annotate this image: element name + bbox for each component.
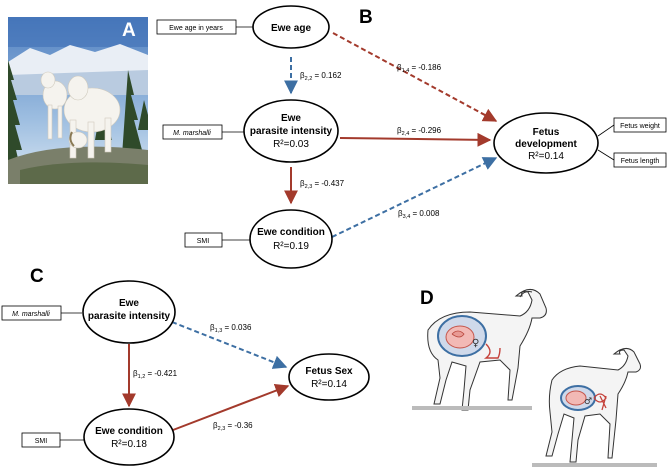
coef-b34: β3,4 = 0.008 <box>398 209 440 220</box>
node-ewe-condition: Ewe condition R²=0.19 <box>249 209 333 269</box>
svg-text:Fetus: Fetus <box>533 127 560 138</box>
svg-text:Ewe condition: Ewe condition <box>95 426 163 437</box>
svg-text:Fetus Sex: Fetus Sex <box>305 366 353 377</box>
arrow-condition-to-fetus <box>331 157 498 238</box>
coef-c-b23: β2,3 = -0.36 <box>213 421 253 432</box>
svg-text:R²=0.03: R²=0.03 <box>273 139 309 150</box>
svg-text:R²=0.14: R²=0.14 <box>311 379 347 390</box>
svg-text:SMI: SMI <box>197 238 210 245</box>
illustration-pregnant-ewe-male: ♂ <box>532 348 657 467</box>
coef-b23-b: β2,3 = -0.437 <box>300 179 345 190</box>
svg-text:R²=0.18: R²=0.18 <box>111 439 147 450</box>
node-c-ewe-condition: Ewe condition R²=0.18 <box>83 408 175 466</box>
svg-text:Ewe age: Ewe age <box>271 23 311 34</box>
arrow-age-to-fetus <box>332 32 498 122</box>
box-fetus-length: Fetus length <box>613 152 667 168</box>
panel-letter-d: D <box>420 288 434 309</box>
node-c-fetus-sex: Fetus Sex R²=0.14 <box>288 353 370 401</box>
coef-c-b13: β1,3 = 0.036 <box>210 323 252 334</box>
node-ewe-parasite-intensity: Ewe parasite intensity R²=0.03 <box>243 99 339 163</box>
node-c-ewe-parasite-intensity: Ewe parasite intensity <box>82 280 176 344</box>
male-symbol: ♂ <box>584 397 592 407</box>
svg-text:Fetus weight: Fetus weight <box>620 123 660 130</box>
arrow-c-parasite-to-sex <box>171 321 288 369</box>
node-fetus-development: Fetus development R²=0.14 <box>493 112 599 174</box>
box-fetus-weight: Fetus weight <box>613 117 667 133</box>
coef-c-b12: β1,2 = -0.421 <box>133 369 178 380</box>
panel-letter-a: A <box>122 20 136 41</box>
arrow-c-condition-to-sex <box>172 383 290 431</box>
female-symbol: ♀ <box>472 338 479 349</box>
panel-letter-c: C <box>30 266 44 287</box>
svg-text:parasite intensity: parasite intensity <box>88 311 171 322</box>
connector-length-box <box>597 149 615 161</box>
svg-text:M. marshalli: M. marshalli <box>12 311 50 318</box>
box-ewe-age-in-years: Ewe age in years <box>156 19 237 35</box>
box-smi-b: SMI <box>184 232 223 248</box>
node-ewe-age: Ewe age <box>252 5 330 49</box>
svg-text:development: development <box>515 139 577 150</box>
connector-weight-box <box>597 124 615 137</box>
svg-text:SMI: SMI <box>35 438 48 445</box>
coef-b24: β2,4 = -0.296 <box>397 126 442 137</box>
coef-b22: β2,2 = 0.162 <box>300 71 342 82</box>
box-smi-c: SMI <box>21 432 61 448</box>
panel-a-photo <box>8 17 148 184</box>
box-m-marshalli-b: M. marshalli <box>162 124 223 140</box>
svg-text:R²=0.14: R²=0.14 <box>528 151 564 162</box>
illustration-pregnant-ewe-female: ♀ <box>412 289 547 411</box>
svg-text:Ewe: Ewe <box>281 113 301 124</box>
svg-text:parasite intensity: parasite intensity <box>250 126 333 137</box>
svg-text:Ewe: Ewe <box>119 298 139 309</box>
box-m-marshalli-c: M. marshalli <box>1 305 62 321</box>
panel-letter-b: B <box>359 7 373 28</box>
svg-text:Fetus length: Fetus length <box>621 158 660 165</box>
svg-text:Ewe age in years: Ewe age in years <box>169 25 223 32</box>
svg-text:Ewe condition: Ewe condition <box>257 227 325 238</box>
svg-text:R²=0.19: R²=0.19 <box>273 241 309 252</box>
svg-text:M. marshalli: M. marshalli <box>173 130 211 137</box>
arrow-parasite-to-fetus <box>339 132 492 147</box>
coef-b14: β1,4 = -0.186 <box>397 63 442 74</box>
